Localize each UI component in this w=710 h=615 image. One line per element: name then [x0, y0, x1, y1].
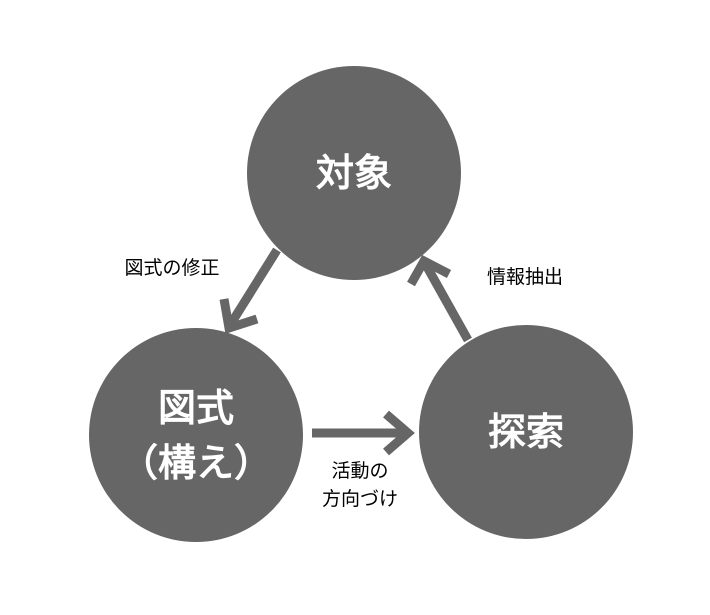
- arrow-exploration-to-object-shaft: [422, 262, 472, 343]
- arrow-object-to-diagram-shaft: [228, 247, 281, 325]
- node-exploration-circle: [419, 325, 633, 539]
- node-object: 対象: [247, 66, 461, 280]
- edge-label-diagram-to-exploration-line2: 方向づけ: [322, 488, 398, 510]
- arrow-diagram-to-exploration-head: [383, 410, 415, 456]
- arrow-exploration-to-object-head: [407, 255, 452, 287]
- node-diagram-circle: [89, 328, 303, 542]
- arrow-diagram-to-exploration: [312, 410, 415, 456]
- edge-label-diagram-to-exploration-line1: 活動の: [331, 460, 388, 482]
- arrow-object-to-diagram: [219, 247, 281, 334]
- node-diagram-label-line2: （構え）: [120, 441, 272, 485]
- arrow-exploration-to-object: [407, 255, 472, 343]
- node-object-circle: [247, 66, 461, 280]
- edge-label-object-to-diagram: 図式の修正: [124, 257, 219, 279]
- edge-label-exploration-to-object: 情報抽出: [487, 266, 563, 288]
- node-object-label: 対象: [316, 151, 392, 195]
- node-exploration-label: 探索: [488, 410, 564, 454]
- node-exploration: 探索: [419, 325, 633, 539]
- node-diagram-label-line1: 図式: [158, 386, 234, 430]
- arrow-object-to-diagram-head: [219, 298, 259, 334]
- node-diagram: 図式 （構え）: [89, 328, 303, 542]
